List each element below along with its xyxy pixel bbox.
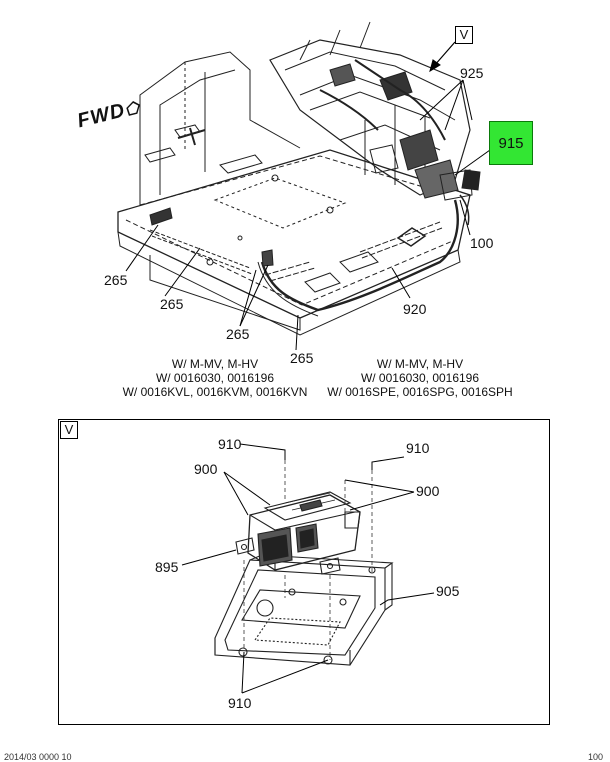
caption-right: W/ M-MV, M-HV W/ 0016030, 0016196 W/ 001… bbox=[315, 357, 525, 399]
caption-right-line-2: W/ 0016030, 0016196 bbox=[360, 371, 480, 385]
callout-900-a: 900 bbox=[194, 461, 218, 477]
caption-left-line-2: W/ 0016030, 0016196 bbox=[155, 371, 275, 385]
callout-910-b: 910 bbox=[406, 440, 430, 456]
view-arrow bbox=[429, 41, 456, 73]
callout-920: 920 bbox=[403, 301, 427, 317]
cab-floor-drawing bbox=[117, 21, 481, 336]
callout-910-a: 910 bbox=[218, 436, 242, 452]
callout-265-c: 265 bbox=[226, 326, 250, 342]
detail-view-frame bbox=[58, 419, 550, 725]
callout-895: 895 bbox=[155, 559, 179, 575]
callout-265-a: 265 bbox=[104, 272, 128, 288]
caption-left: W/ M-MV, M-HV W/ 0016030, 0016196 W/ 001… bbox=[105, 357, 325, 399]
leader-lines-main bbox=[125, 79, 491, 351]
detail-drawing bbox=[214, 491, 394, 666]
callout-265-d: 265 bbox=[290, 350, 314, 366]
caption-left-line-3: W/ 0016KVL, 0016KVM, 0016KVN bbox=[122, 385, 308, 399]
callout-265-b: 265 bbox=[160, 296, 184, 312]
callout-910-c: 910 bbox=[228, 695, 252, 711]
highlighted-part-915[interactable]: 915 bbox=[489, 121, 533, 165]
footer-left: 2014/03 0000 10 bbox=[4, 752, 72, 762]
callout-900-b: 900 bbox=[416, 483, 440, 499]
caption-right-line-3: W/ 0016SPE, 0016SPG, 0016SPH bbox=[327, 385, 513, 399]
callout-905: 905 bbox=[436, 583, 460, 599]
caption-right-line-1: W/ M-MV, M-HV bbox=[376, 357, 464, 371]
caption-left-line-1: W/ M-MV, M-HV bbox=[171, 357, 259, 371]
view-marker-detail: V bbox=[60, 421, 78, 439]
callout-100: 100 bbox=[470, 235, 494, 251]
highlight-label: 915 bbox=[498, 134, 524, 152]
callout-925: 925 bbox=[460, 65, 484, 81]
leader-lines-detail bbox=[181, 443, 435, 694]
detail-alignment-lines bbox=[243, 460, 373, 660]
footer-right: 100 bbox=[588, 752, 604, 762]
view-marker-main: V bbox=[455, 26, 473, 44]
